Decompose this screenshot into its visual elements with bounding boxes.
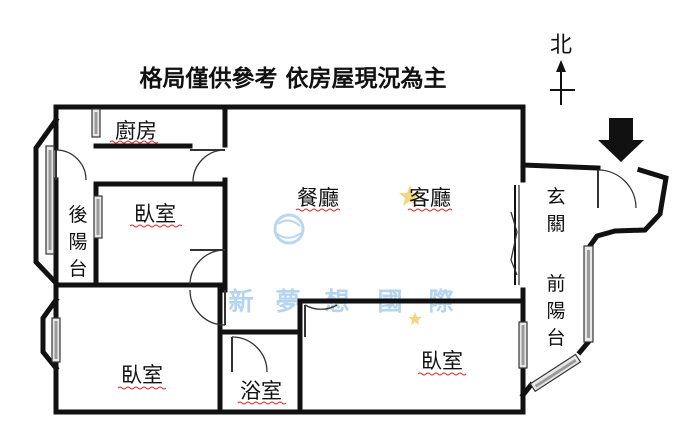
watermark-star-icon [399, 185, 421, 206]
spellcheck-squiggle [407, 208, 453, 212]
label-bedroom-top-left: 臥室 [134, 202, 176, 226]
spellcheck-squiggle [117, 386, 167, 390]
label-rear-balcony-3: 台 [68, 258, 87, 280]
north-compass: 北 [550, 33, 575, 105]
label-rear-balcony-1: 後 [68, 204, 87, 226]
label-dining: 餐廳 [297, 186, 339, 210]
label-bedroom-bottom-left: 臥室 [121, 363, 163, 387]
watermark-char: 夢 [275, 287, 300, 316]
north-label: 北 [550, 33, 572, 58]
spellcheck-squiggle [109, 140, 159, 144]
label-living: 客廳 [409, 186, 451, 210]
spellcheck-squiggle [129, 224, 183, 228]
watermark-globe-lines [276, 219, 302, 239]
watermark: 新 夢 想 國 際 [228, 185, 454, 325]
wall-foyer-top [520, 162, 601, 171]
label-foyer-2: 關 [546, 213, 565, 235]
label-front-balcony-1: 前 [546, 273, 565, 295]
spellcheck-squiggle [295, 208, 341, 212]
label-kitchen: 廚房 [115, 119, 157, 143]
spellcheck-squiggle [237, 401, 287, 405]
north-arrow-head-icon [556, 60, 566, 72]
wall-rear-balcony-bay [33, 116, 60, 287]
label-front-balcony-2: 陽 [546, 300, 565, 322]
wall-front-balcony-bottom [519, 381, 535, 399]
plan-heading: 格局僅供參考 依房屋現況為主 [139, 65, 446, 92]
window-front-balcony-diag [529, 353, 582, 393]
wall-left-bay [40, 296, 60, 372]
spellcheck-squiggle [417, 372, 467, 376]
watermark-star-icon [408, 312, 422, 325]
label-rear-balcony-2: 陽 [68, 231, 87, 253]
wall-foyer-right [583, 166, 669, 254]
label-foyer-1: 玄 [546, 186, 565, 208]
label-bathroom: 浴室 [240, 379, 282, 403]
watermark-char: 新 [228, 287, 253, 316]
down-arrow-icon [598, 118, 644, 162]
watermark-globe-icon [273, 213, 305, 245]
windows [45, 108, 594, 393]
label-front-balcony-3: 台 [546, 327, 565, 349]
label-bedroom-bottom-right: 臥室 [421, 349, 463, 373]
doors [55, 149, 637, 373]
